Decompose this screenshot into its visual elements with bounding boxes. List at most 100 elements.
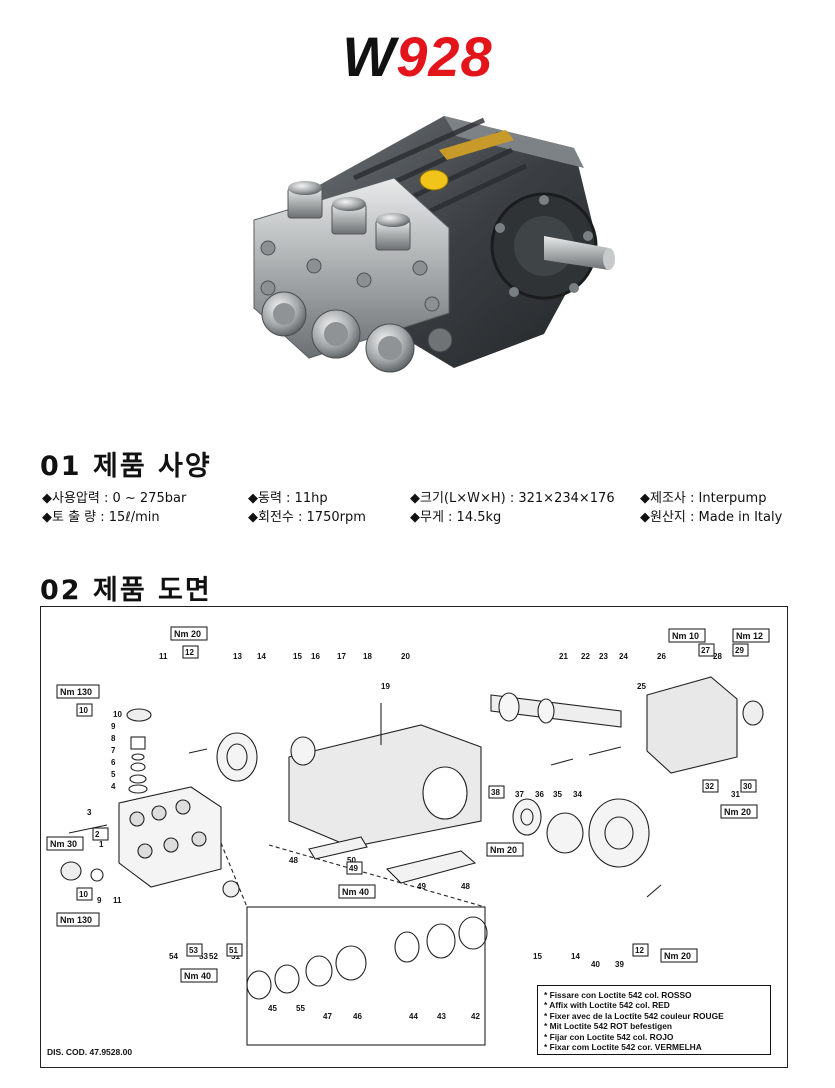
torque-label-box xyxy=(668,628,706,643)
torque-label-box xyxy=(56,912,100,927)
ref-box xyxy=(76,887,93,901)
part-number-label: 16 xyxy=(311,652,320,661)
part-number-label: 21 xyxy=(559,652,568,661)
torque-label: Nm 20 xyxy=(174,629,201,639)
note-line: * Fijar con Loctite 542 col. ROJO xyxy=(544,1031,674,1042)
torque-label: Nm 20 xyxy=(664,951,691,961)
ref-box xyxy=(732,643,749,657)
ref-box-label: 12 xyxy=(635,946,644,955)
part-number-label: 13 xyxy=(233,652,242,661)
part-number-label: 5 xyxy=(111,770,116,779)
product-title: W928 xyxy=(0,24,835,89)
ref-box-label: 53 xyxy=(189,946,198,955)
part-number-label: 43 xyxy=(437,1012,446,1021)
part-number-label: 9 xyxy=(111,722,116,731)
part-number-label: 18 xyxy=(363,652,372,661)
note-line: * Fixer avec de la Loctite 542 couleur R… xyxy=(544,1010,724,1021)
ref-box-label: 2 xyxy=(95,830,100,839)
part-number-label: 34 xyxy=(573,790,582,799)
ref-box-label: 10 xyxy=(79,706,88,715)
part-number-label: 48 xyxy=(461,882,470,891)
part-number-label: 14 xyxy=(257,652,266,661)
torque-label: Nm 130 xyxy=(60,915,92,925)
ref-box xyxy=(226,943,243,957)
spec-power: ◆동력 : 11hp xyxy=(248,491,328,506)
part-number-label: 49 xyxy=(417,882,426,891)
torque-label: Nm 10 xyxy=(672,631,699,641)
part-number-label: 11 xyxy=(159,652,168,661)
part-number-label: 45 xyxy=(268,1004,277,1013)
part-number-label: 52 xyxy=(209,952,218,961)
ref-box-label: 51 xyxy=(229,946,238,955)
spec-manufacturer: ◆제조사 : Interpump xyxy=(640,491,767,506)
part-number-label: 28 xyxy=(713,652,722,661)
title-number: 928 xyxy=(396,25,493,88)
part-number-label: 11 xyxy=(113,896,122,905)
part-number-label: 36 xyxy=(535,790,544,799)
part-number-label: 26 xyxy=(657,652,666,661)
torque-label-box xyxy=(180,968,218,983)
part-number-label: 53 xyxy=(199,952,208,961)
ref-box xyxy=(182,645,199,659)
ref-box-label: 29 xyxy=(735,646,744,655)
drawing-code: DIS. COD. 47.9528.00 xyxy=(47,1047,133,1057)
note-line: * Mit Loctite 542 ROT befestigen xyxy=(544,1021,672,1032)
torque-label-box xyxy=(660,948,698,963)
torque-label-box xyxy=(720,804,758,819)
torque-label-box xyxy=(46,836,84,851)
part-number-label: 9 xyxy=(97,896,102,905)
part-number-label: 50 xyxy=(347,856,356,865)
part-number-label: 54 xyxy=(169,952,178,961)
part-number-label: 6 xyxy=(111,758,116,767)
part-number-label: 55 xyxy=(296,1004,305,1013)
specs-heading: 01 제품 사양 xyxy=(40,451,212,482)
ref-box xyxy=(346,861,363,875)
note-line: * Fissare con Loctite 542 col. ROSSO xyxy=(544,990,692,1000)
part-number-label: 31 xyxy=(731,790,740,799)
part-number-label: 10 xyxy=(113,710,122,719)
part-number-label: 40 xyxy=(591,960,600,969)
part-number-label: 14 xyxy=(571,952,580,961)
spec-weight: ◆무게 : 14.5kg xyxy=(410,510,502,525)
spec-flow: ◆토 출 량 : 15ℓ/min xyxy=(42,510,160,525)
note-line: * Fixar com Loctite 542 cor. VERMELHA xyxy=(544,1042,702,1053)
spec-size: ◆크기(L×W×H) : 321×234×176 xyxy=(410,491,615,506)
ref-box xyxy=(76,703,93,717)
part-number-label: 7 xyxy=(111,746,116,755)
part-number-label: 15 xyxy=(533,952,542,961)
torque-label: Nm 12 xyxy=(736,631,763,641)
spec-rpm: ◆회전수 : 1750rpm xyxy=(248,510,366,525)
torque-label-box xyxy=(56,684,100,699)
part-number-label: 20 xyxy=(401,652,410,661)
part-number-label: 39 xyxy=(615,960,624,969)
part-number-label: 8 xyxy=(111,734,116,743)
ref-box xyxy=(740,779,757,793)
part-number-label: 48 xyxy=(289,856,298,865)
loctite-notes: * Fissare con Loctite 542 col. ROSSO * A… xyxy=(537,985,771,1055)
ref-box xyxy=(92,827,109,841)
ref-box xyxy=(702,779,719,793)
part-number-label: 3 xyxy=(87,808,92,817)
torque-label: Nm 20 xyxy=(724,807,751,817)
ref-box xyxy=(632,943,649,957)
ref-box-label: 49 xyxy=(349,864,358,873)
ref-box xyxy=(488,785,505,799)
pump-product-image xyxy=(253,116,615,373)
torque-label: Nm 30 xyxy=(50,839,77,849)
part-number-label: 4 xyxy=(111,782,116,791)
torque-label-box xyxy=(486,842,524,857)
torque-label: Nm 130 xyxy=(60,687,92,697)
ref-box xyxy=(698,643,715,657)
part-number-label: 37 xyxy=(515,790,524,799)
torque-label-box xyxy=(170,626,208,641)
ref-box-label: 10 xyxy=(79,890,88,899)
part-number-label: 46 xyxy=(353,1012,362,1021)
drawing-heading: 02 제품 도면 xyxy=(40,575,212,606)
torque-label: Nm 40 xyxy=(184,971,211,981)
ref-box-label: 32 xyxy=(705,782,714,791)
spec-pressure: ◆사용압력 : 0 ~ 275bar xyxy=(42,491,187,506)
part-number-label: 23 xyxy=(599,652,608,661)
part-number-label: 47 xyxy=(323,1012,332,1021)
